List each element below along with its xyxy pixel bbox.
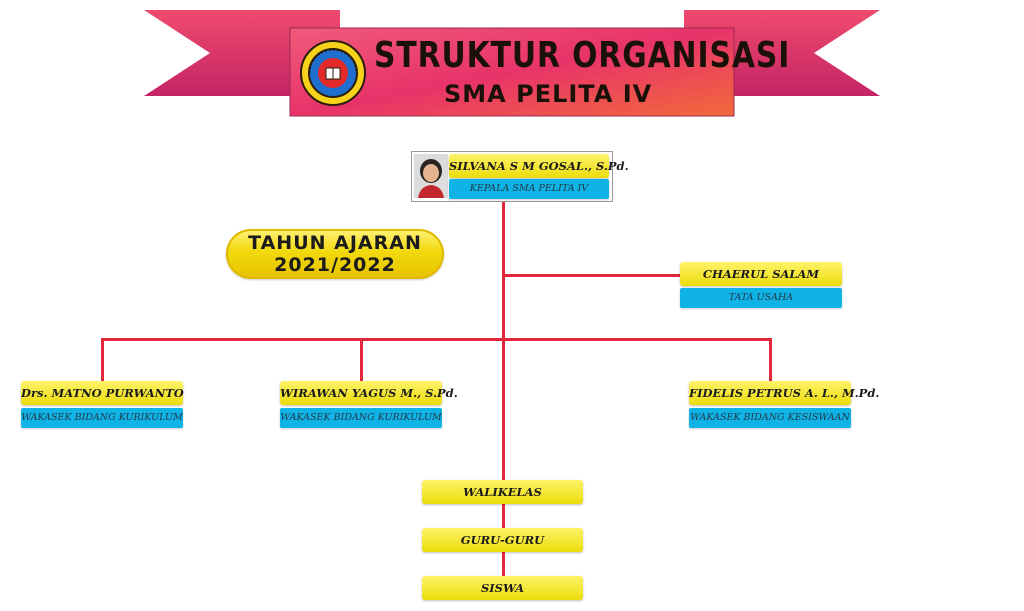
connector-vice-1 — [101, 338, 104, 381]
admin-name: CHAERUL SALAM — [680, 262, 842, 286]
head-photo — [414, 154, 448, 198]
admin-role: TATA USAHA — [680, 288, 842, 308]
vice-2-role: WAKASEK BIDANG KURIKULUM — [280, 408, 442, 428]
head-role: KEPALA SMA PELITA IV — [449, 179, 609, 199]
connector-vice-2 — [360, 338, 363, 381]
person-portrait-icon — [414, 154, 448, 198]
school-logo-icon — [300, 40, 366, 106]
page-subtitle: SMA PELITA IV — [444, 79, 652, 109]
vice-3-name: FIDELIS PETRUS A. L., M.Pd. — [689, 381, 851, 405]
academic-year-label: TAHUN AJARAN — [226, 232, 444, 254]
academic-year-badge: TAHUN AJARAN 2021/2022 — [226, 229, 444, 279]
vice-2-name: WIRAWAN YAGUS M., S.Pd. — [280, 381, 442, 405]
vice-3-role: WAKASEK BIDANG KESISWAAN — [689, 408, 851, 428]
vice-1-role: WAKASEK BIDANG KURIKULUM — [21, 408, 183, 428]
vice-1-name: Drs. MATNO PURWANTO — [21, 381, 183, 405]
connector-vice-horizontal — [101, 338, 772, 341]
page-title: STRUKTUR ORGANISASI — [374, 34, 702, 78]
academic-year-value: 2021/2022 — [226, 254, 444, 276]
level-guru: GURU-GURU — [422, 528, 583, 552]
head-name: SILVANA S M GOSAL., S.Pd. — [449, 154, 609, 178]
connector-vice-3 — [769, 338, 772, 381]
level-walikelas: WALIKELAS — [422, 480, 583, 504]
level-siswa: SISWA — [422, 576, 583, 600]
connector-admin — [502, 274, 680, 277]
